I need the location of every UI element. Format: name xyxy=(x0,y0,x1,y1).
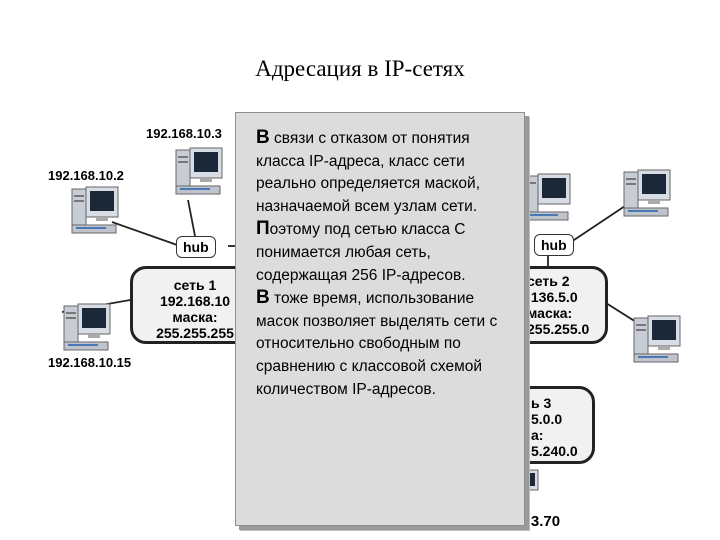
computer-icon xyxy=(70,183,120,240)
slide-title: Адресация в IP-сетях xyxy=(255,56,465,81)
paragraph-3: В тоже время, использование масок позвол… xyxy=(256,287,518,401)
link-h2-hub xyxy=(111,221,181,247)
paragraph-text: тоже время, использование масок позволяе… xyxy=(256,290,498,398)
drop-cap: В xyxy=(256,127,270,148)
computer-icon xyxy=(622,166,672,223)
network-name: ь 3 xyxy=(531,395,552,411)
drop-cap: П xyxy=(256,218,270,240)
paragraph-1: В связи с отказом от понятия класса IP-а… xyxy=(256,127,518,218)
network-address: 5.0.0 xyxy=(531,411,563,427)
computer-icon xyxy=(62,300,112,357)
host-label: 192.168.10.2 xyxy=(48,168,124,183)
paragraph-2: Поэтому под сетью класса С понимается лю… xyxy=(256,218,518,287)
hub-right: hub xyxy=(534,234,574,256)
network-name: сеть 1 xyxy=(173,277,217,293)
computer-icon xyxy=(632,312,682,369)
paragraph-text: оэтому под сетью класса С понимается люб… xyxy=(256,221,466,284)
overlay-text-card: В связи с отказом от понятия класса IP-а… xyxy=(235,112,525,526)
computer-icon xyxy=(522,170,572,227)
network-mask: 5.240.0 xyxy=(531,443,578,459)
network-name: сеть 2 xyxy=(527,273,570,289)
host-label: 192.168.10.15 xyxy=(48,355,132,370)
computer-icon xyxy=(174,144,224,201)
link-h1-hub xyxy=(187,199,196,237)
network-address: 192.168.10 xyxy=(159,293,231,309)
network-address: .136.5.0 xyxy=(527,289,578,305)
overlay-text: В связи с отказом от понятия класса IP-а… xyxy=(256,127,518,401)
link-r-box-pc2 xyxy=(605,302,637,323)
hub-left: hub xyxy=(176,236,216,258)
network-mask: 255.255.255 xyxy=(156,325,234,341)
link-r-hub-pc1 xyxy=(567,203,629,245)
network-mask-label: а: xyxy=(531,427,544,443)
drop-cap: В xyxy=(256,287,270,309)
paragraph-text: связи с отказом от понятия класса IP-адр… xyxy=(256,130,481,215)
host-label: 192.168.10.3 xyxy=(146,126,222,141)
network-mask-label: маска: xyxy=(172,309,218,325)
network-mask: 255.255.0 xyxy=(527,321,590,337)
network-mask-label: маска: xyxy=(527,305,573,321)
